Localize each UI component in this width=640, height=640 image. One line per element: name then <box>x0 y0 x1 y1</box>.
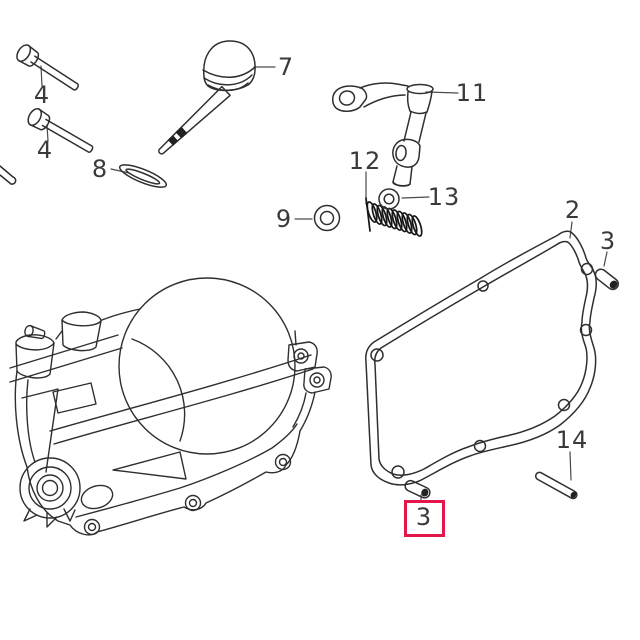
dowel-pin-top-drawing <box>594 268 620 291</box>
oil-dipstick-drawing <box>158 40 256 155</box>
leader-lines <box>40 65 608 501</box>
part-number-label-2: 2 <box>564 196 582 224</box>
lever-shaft-drawing <box>332 82 434 187</box>
part-number-label-7: 7 <box>277 53 295 81</box>
part-number-label-4-upper: 4 <box>33 81 51 109</box>
o-ring-drawing <box>313 204 341 232</box>
part-number-label-3-bottom-highlighted: 3 <box>415 503 433 531</box>
dowel-pin-bottom-drawing <box>404 479 431 499</box>
partial-bolt-edge-drawing <box>0 165 17 185</box>
part-number-label-14: 14 <box>555 426 589 454</box>
part-number-label-11: 11 <box>455 79 489 107</box>
coil-spring-drawing <box>365 197 423 237</box>
part-number-label-12: 12 <box>348 147 382 175</box>
long-dowel-pin-drawing <box>534 471 578 500</box>
part-number-label-4-lower: 4 <box>36 136 54 164</box>
part-number-label-9: 9 <box>275 205 293 233</box>
plain-washer-drawing <box>378 188 400 210</box>
flange-bolt-lower-drawing <box>27 107 94 153</box>
crankcase-cover-drawing <box>9 277 332 536</box>
cover-gasket-drawing <box>365 230 597 486</box>
part-number-label-13: 13 <box>427 183 461 211</box>
highlight-box <box>404 500 445 537</box>
part-number-label-8: 8 <box>91 155 109 183</box>
oval-washer-drawing <box>118 164 168 188</box>
part-number-label-3-top: 3 <box>599 227 617 255</box>
flange-bolt-upper-drawing <box>16 44 79 91</box>
